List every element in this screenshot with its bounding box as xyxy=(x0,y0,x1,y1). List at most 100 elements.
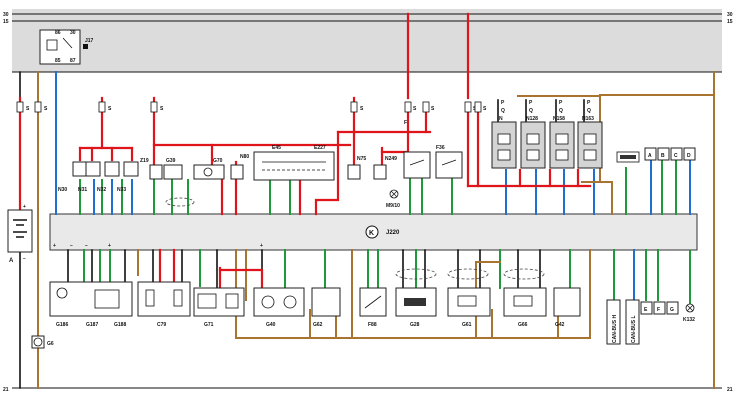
label-q: Q xyxy=(501,108,505,114)
switch-f88: F88 xyxy=(359,287,387,328)
red-wires xyxy=(18,12,592,292)
ecu-symbol-icon xyxy=(365,225,379,239)
ecu-pin-mark: + xyxy=(108,243,111,249)
switch-f-f36: F F36 xyxy=(403,120,463,179)
label-g187: G187 xyxy=(86,322,98,328)
label-n80: N80 xyxy=(240,154,249,160)
fuse: S xyxy=(98,101,112,113)
connector-a: A xyxy=(648,153,652,159)
label-g42: G42 xyxy=(555,322,565,328)
sensor-block-g186-g188: G186 G187 G188 xyxy=(49,281,133,328)
sensor-g70: G70 xyxy=(193,158,225,180)
can-low-label: CAN-BUS L xyxy=(631,316,637,344)
connector-d: D xyxy=(687,153,691,159)
sensor-g66: G66 xyxy=(503,268,547,328)
label-q: Q xyxy=(587,108,591,114)
rail-label-30-left: 30 xyxy=(3,12,9,18)
label-n75: N75 xyxy=(357,156,366,162)
fuse: S xyxy=(34,101,48,113)
relay-label: J17 xyxy=(85,38,94,44)
sensor-g62: G62 xyxy=(311,287,341,328)
ecu-pin-mark: + xyxy=(260,243,263,249)
label-n158: N158 xyxy=(553,116,565,122)
label-n33: N33 xyxy=(117,187,126,193)
sensor-g28: G28 xyxy=(395,268,437,328)
brown-wires xyxy=(37,71,715,389)
power-rail-band xyxy=(12,9,722,72)
sensor-g6: G6 xyxy=(31,335,54,349)
label-g186: G186 xyxy=(56,322,68,328)
solenoid-row-left: N30 N31 N32 N33 xyxy=(58,161,139,193)
blue-wires xyxy=(55,71,691,301)
fuse: S xyxy=(16,101,30,113)
fuse-group: S S S S S S S S S xyxy=(16,101,487,113)
label-g62: G62 xyxy=(313,322,323,328)
relay-pin-85: 85 xyxy=(55,58,61,64)
sensor-z19-g39: Z19 G39 xyxy=(140,158,195,207)
can-bus: CAN-BUS H CAN-BUS L xyxy=(606,299,640,345)
connector-e: E xyxy=(644,307,648,313)
relay-j17: 86 30 85 87 J17 xyxy=(39,29,94,65)
label-n32: N32 xyxy=(97,187,106,193)
relay-pin-30: 30 xyxy=(70,30,76,36)
sensor-g71: G71 xyxy=(193,287,245,328)
svg-text:K: K xyxy=(369,230,374,237)
svg-text:S: S xyxy=(360,106,364,112)
label-g71: G71 xyxy=(204,322,214,328)
label-n31: N31 xyxy=(78,187,87,193)
label-m9-10: M9/10 xyxy=(386,203,400,209)
ecu-pin-mark: − xyxy=(70,243,73,249)
connector-b: B xyxy=(661,153,665,159)
battery-plus: + xyxy=(23,204,26,210)
ecu-pin-mark: + xyxy=(53,243,56,249)
fuse: S xyxy=(150,101,164,113)
fuse: S xyxy=(474,101,487,113)
connector-row-top: A B C D xyxy=(644,147,696,161)
label-p: P xyxy=(501,100,505,106)
battery-minus: − xyxy=(23,256,26,262)
sensor-g61: G61 xyxy=(447,268,491,328)
label-n249: N249 xyxy=(385,156,397,162)
svg-text:S: S xyxy=(431,106,435,112)
rail-label-15-left: 15 xyxy=(3,19,9,25)
switch-e45-e227: E45 E227 xyxy=(253,145,335,181)
svg-text:S: S xyxy=(160,106,164,112)
label-e45: E45 xyxy=(272,145,281,151)
label-g66: G66 xyxy=(518,322,528,328)
svg-text:S: S xyxy=(108,106,112,112)
label-g39: G39 xyxy=(166,158,176,164)
battery: + − A xyxy=(7,204,33,264)
valve-n75-n249: N75 N249 xyxy=(347,156,397,180)
label-q: Q xyxy=(529,108,533,114)
label-g6: G6 xyxy=(47,341,54,347)
label-f36: F36 xyxy=(436,145,445,151)
svg-text:S: S xyxy=(413,106,417,112)
label-p: P xyxy=(587,100,591,106)
label-z19: Z19 xyxy=(140,158,149,164)
label-c79: C79 xyxy=(157,322,166,328)
battery-label: A xyxy=(9,258,14,264)
svg-text:S: S xyxy=(26,106,30,112)
coil-packs: N N128 N158 N163 P Q P Q P Q P Q xyxy=(491,100,603,169)
sensor-g42: G42 xyxy=(553,287,581,328)
ecu-label: J220 xyxy=(386,230,400,236)
label-g28: G28 xyxy=(410,322,420,328)
connector-row-bottom: E F G xyxy=(640,301,679,315)
fuse: S xyxy=(422,101,435,113)
rail-label-21-right: 21 xyxy=(727,387,733,393)
label-g70: G70 xyxy=(213,158,223,164)
green-wires xyxy=(79,159,677,301)
ecu-pin-mark: − xyxy=(85,243,88,249)
lamp-k132: K132 xyxy=(683,250,695,323)
rail-label-21-left: 21 xyxy=(3,387,9,393)
label-f: F xyxy=(404,120,407,126)
relay-pin-86: 86 xyxy=(55,30,61,36)
valve-n80: N80 xyxy=(230,154,249,180)
diag-connector xyxy=(616,151,640,163)
label-p: P xyxy=(529,100,533,106)
label-g40: G40 xyxy=(266,322,276,328)
sensor-c79: C79 xyxy=(137,281,191,328)
label-g188: G188 xyxy=(114,322,126,328)
label-f88: F88 xyxy=(368,322,377,328)
connector-g: G xyxy=(670,307,674,313)
